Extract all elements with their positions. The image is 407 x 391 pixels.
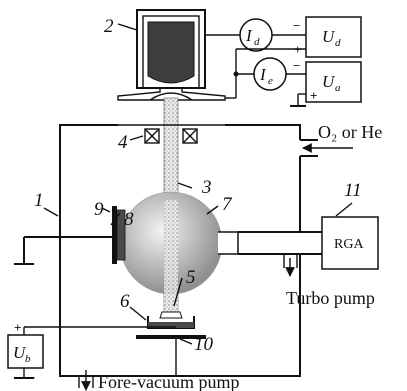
label-4: 4 — [118, 132, 128, 153]
focusing-coil-right — [182, 128, 198, 144]
bias-supply: U b + − — [7, 320, 176, 385]
Ua-box — [305, 61, 362, 103]
rga-box — [321, 216, 379, 270]
leader-11 — [335, 202, 353, 217]
Ua-plus: + — [310, 88, 317, 103]
leader-2 — [117, 23, 138, 31]
part-numbers: 1 2 3 4 5 6 7 8 9 10 11 — [34, 16, 362, 355]
target-assembly — [136, 311, 206, 376]
Id-subscript: d — [254, 36, 260, 48]
label-2: 2 — [104, 16, 114, 37]
probe-film — [116, 209, 126, 261]
label-7: 7 — [222, 194, 233, 215]
Ub-symbol: U — [13, 343, 27, 362]
Ud-symbol: U — [322, 27, 336, 46]
label-5: 5 — [186, 267, 196, 288]
fore-vacuum-label: Fore-vacuum pump — [98, 372, 239, 391]
Ie-symbol: I — [259, 65, 267, 84]
leader-10 — [179, 338, 193, 345]
cathode-block — [147, 21, 195, 84]
label-11: 11 — [344, 180, 362, 201]
gas-inlet: O₂ or He — [300, 122, 382, 157]
Ua-subscript: a — [335, 82, 341, 94]
gun-power-circuit: I d U d − + I e U a − + — [205, 16, 362, 107]
Ub-plus: + — [14, 320, 21, 335]
label-6: 6 — [120, 291, 130, 312]
leader-8 — [110, 212, 121, 226]
gas-inlet-label: O₂ or He — [318, 122, 382, 142]
focusing-coil-left — [144, 128, 160, 144]
chamber-wall-top-right — [225, 124, 301, 140]
target-base — [148, 322, 194, 328]
Ua-symbol: U — [322, 72, 336, 91]
leader-6 — [129, 306, 147, 321]
Ud-box — [305, 16, 362, 58]
Ud-subscript: d — [335, 37, 341, 49]
rga-inlet-tube — [218, 231, 239, 255]
leader-4 — [129, 135, 144, 141]
label-3: 3 — [201, 177, 212, 198]
Ua-minus: − — [293, 58, 300, 73]
turbo-pump-label: Turbo pump — [286, 288, 375, 308]
focusing-coils — [144, 128, 198, 144]
label-8: 8 — [124, 209, 134, 230]
label-9: 9 — [94, 199, 104, 220]
leader-1 — [43, 207, 59, 217]
rga-label: RGA — [334, 237, 364, 252]
Id-symbol: I — [245, 26, 253, 45]
leader-5 — [173, 277, 183, 307]
Ub-box — [7, 334, 44, 369]
target-holder-plate — [136, 335, 206, 339]
Ie-subscript: e — [268, 75, 273, 87]
leader-3 — [177, 182, 193, 189]
Ud-minus: − — [293, 18, 300, 33]
probe-holder — [112, 206, 117, 264]
leader-9 — [101, 207, 111, 213]
leader-lines — [43, 23, 353, 345]
Ub-subscript: b — [25, 353, 31, 365]
probe-assembly — [14, 206, 126, 265]
rga-assembly: RGA Turbo pump — [218, 216, 379, 308]
chamber-wall-left-bottom — [59, 124, 301, 377]
vacuum-chamber — [59, 124, 301, 377]
beam-through-plasma — [164, 200, 178, 316]
target-sample — [159, 311, 183, 319]
electron-gun — [117, 9, 226, 101]
label-10: 10 — [194, 334, 214, 355]
anode-curve — [149, 92, 193, 101]
gun-inner-housing — [142, 15, 200, 89]
leader-7 — [206, 205, 219, 215]
label-1: 1 — [34, 190, 44, 211]
fore-vacuum-port: Fore-vacuum pump — [78, 370, 239, 391]
